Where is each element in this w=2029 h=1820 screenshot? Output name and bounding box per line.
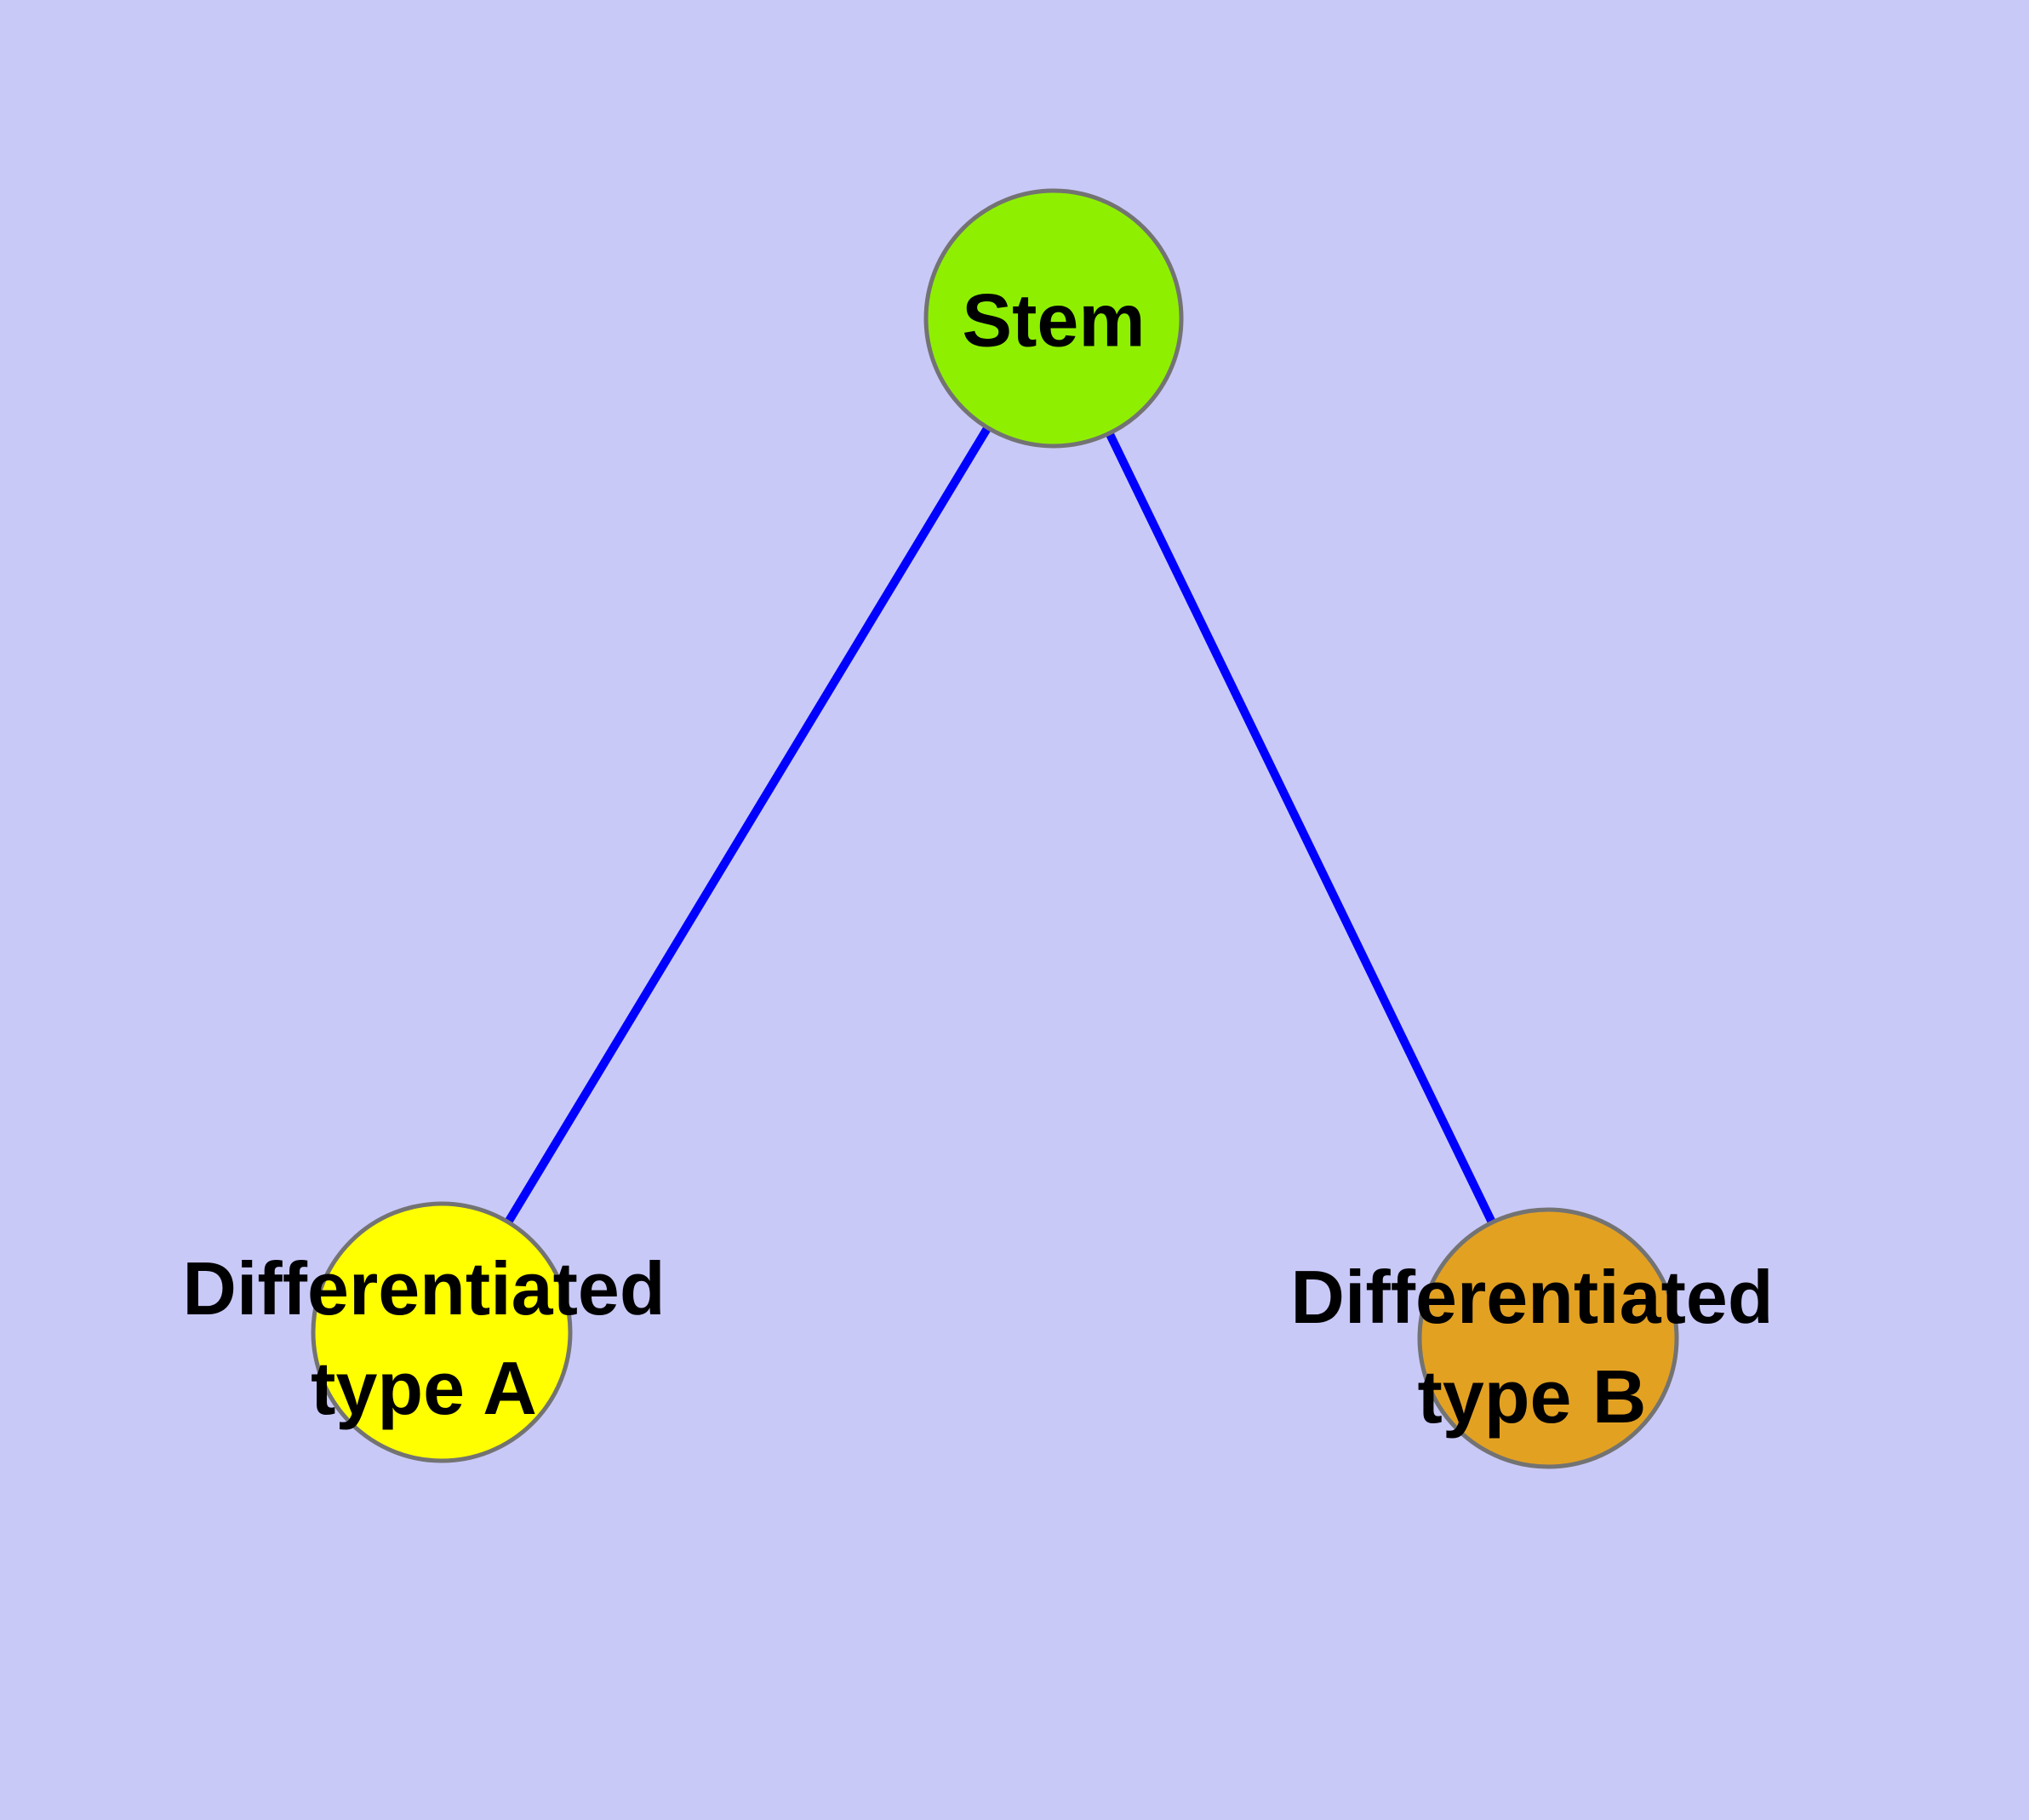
edge-stem-to-differentiated-type-b: [1049, 316, 1552, 1341]
edge-stem-to-differentiated-type-a: [437, 316, 1058, 1335]
node-circle-stem: [923, 188, 1184, 449]
node-circle-differentiated-type-a: [311, 1201, 573, 1463]
node-circle-differentiated-type-b: [1417, 1207, 1679, 1469]
